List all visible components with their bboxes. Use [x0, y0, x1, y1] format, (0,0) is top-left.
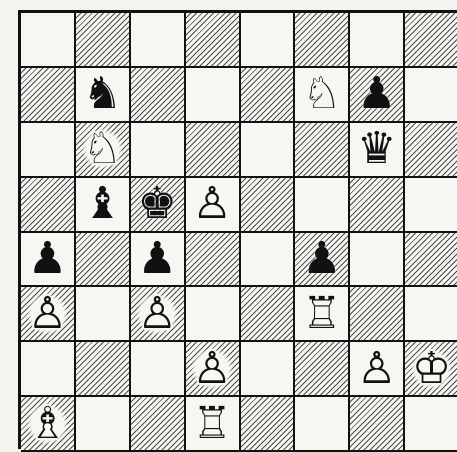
square-c4[interactable]: ♟ — [131, 233, 186, 288]
square-e8[interactable] — [241, 13, 296, 68]
square-g8[interactable] — [350, 13, 405, 68]
square-b1[interactable] — [76, 397, 131, 452]
square-b6[interactable]: ♘ — [76, 123, 131, 178]
square-h7[interactable] — [405, 68, 457, 123]
square-f6[interactable] — [295, 123, 350, 178]
square-c1[interactable] — [131, 397, 186, 452]
square-a7[interactable] — [21, 68, 76, 123]
square-c6[interactable] — [131, 123, 186, 178]
square-b7[interactable]: ♞ — [76, 68, 131, 123]
square-g6[interactable]: ♛ — [350, 123, 405, 178]
square-h5[interactable] — [405, 178, 457, 233]
square-b2[interactable] — [76, 342, 131, 397]
black-king-icon[interactable]: ♚ — [137, 182, 176, 226]
square-e2[interactable] — [241, 342, 296, 397]
square-f3[interactable]: ♖ — [295, 287, 350, 342]
square-e6[interactable] — [241, 123, 296, 178]
chessboard: ♞ ♘ ♟ ♘ ♛ ♝ ♚ ♙ ♟ ♟ ♟ ♙ ♙ ♖ ♙ ♙ ♔ ♗ ♖ — [18, 10, 457, 449]
black-pawn-icon[interactable]: ♟ — [302, 237, 341, 281]
white-pawn-icon[interactable]: ♙ — [192, 182, 231, 226]
black-bishop-icon[interactable]: ♝ — [83, 182, 122, 226]
black-pawn-icon[interactable]: ♟ — [357, 72, 396, 116]
square-a2[interactable] — [21, 342, 76, 397]
white-rook-icon[interactable]: ♖ — [192, 402, 231, 446]
square-h2[interactable]: ♔ — [405, 342, 457, 397]
square-c7[interactable] — [131, 68, 186, 123]
square-e4[interactable] — [241, 233, 296, 288]
square-d5[interactable]: ♙ — [186, 178, 241, 233]
square-d1[interactable]: ♖ — [186, 397, 241, 452]
square-c2[interactable] — [131, 342, 186, 397]
square-d2[interactable]: ♙ — [186, 342, 241, 397]
white-king-icon[interactable]: ♔ — [412, 347, 451, 391]
black-queen-icon[interactable]: ♛ — [357, 127, 396, 171]
black-pawn-icon[interactable]: ♟ — [137, 237, 176, 281]
square-c5[interactable]: ♚ — [131, 178, 186, 233]
square-g7[interactable]: ♟ — [350, 68, 405, 123]
square-b5[interactable]: ♝ — [76, 178, 131, 233]
square-f1[interactable] — [295, 397, 350, 452]
square-d4[interactable] — [186, 233, 241, 288]
square-h4[interactable] — [405, 233, 457, 288]
square-b8[interactable] — [76, 13, 131, 68]
white-pawn-icon[interactable]: ♙ — [192, 347, 231, 391]
square-a4[interactable]: ♟ — [21, 233, 76, 288]
square-h6[interactable] — [405, 123, 457, 178]
square-c3[interactable]: ♙ — [131, 287, 186, 342]
black-pawn-icon[interactable]: ♟ — [28, 237, 67, 281]
square-d7[interactable] — [186, 68, 241, 123]
square-d6[interactable] — [186, 123, 241, 178]
square-a8[interactable] — [21, 13, 76, 68]
white-knight-icon[interactable]: ♘ — [83, 127, 122, 171]
square-f5[interactable] — [295, 178, 350, 233]
square-g2[interactable]: ♙ — [350, 342, 405, 397]
square-d8[interactable] — [186, 13, 241, 68]
square-a5[interactable] — [21, 178, 76, 233]
square-b4[interactable] — [76, 233, 131, 288]
white-bishop-icon[interactable]: ♗ — [28, 402, 67, 446]
square-a3[interactable]: ♙ — [21, 287, 76, 342]
square-f8[interactable] — [295, 13, 350, 68]
white-rook-icon[interactable]: ♖ — [302, 292, 341, 336]
square-a1[interactable]: ♗ — [21, 397, 76, 452]
square-e1[interactable] — [241, 397, 296, 452]
square-f4[interactable]: ♟ — [295, 233, 350, 288]
white-pawn-icon[interactable]: ♙ — [137, 292, 176, 336]
square-g5[interactable] — [350, 178, 405, 233]
white-pawn-icon[interactable]: ♙ — [357, 347, 396, 391]
square-a6[interactable] — [21, 123, 76, 178]
white-knight-icon[interactable]: ♘ — [302, 72, 341, 116]
square-c8[interactable] — [131, 13, 186, 68]
black-knight-icon[interactable]: ♞ — [83, 72, 122, 116]
square-g1[interactable] — [350, 397, 405, 452]
square-g3[interactable] — [350, 287, 405, 342]
square-e5[interactable] — [241, 178, 296, 233]
square-h8[interactable] — [405, 13, 457, 68]
white-pawn-icon[interactable]: ♙ — [28, 292, 67, 336]
square-f7[interactable]: ♘ — [295, 68, 350, 123]
square-h3[interactable] — [405, 287, 457, 342]
square-b3[interactable] — [76, 287, 131, 342]
square-g4[interactable] — [350, 233, 405, 288]
square-e7[interactable] — [241, 68, 296, 123]
square-d3[interactable] — [186, 287, 241, 342]
square-e3[interactable] — [241, 287, 296, 342]
square-h1[interactable] — [405, 397, 457, 452]
square-f2[interactable] — [295, 342, 350, 397]
